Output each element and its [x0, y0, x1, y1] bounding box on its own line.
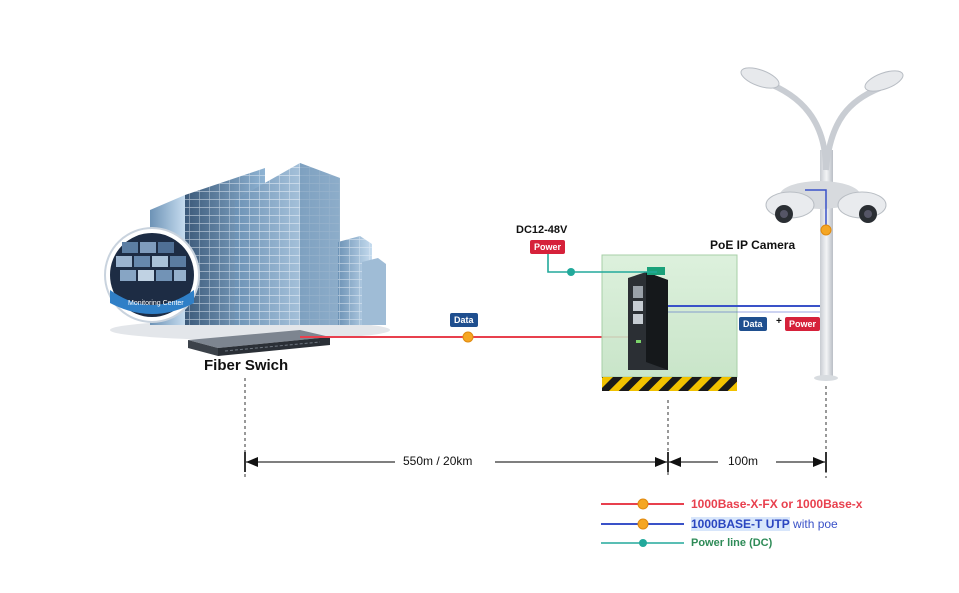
dome-cameras — [765, 181, 887, 236]
distance-copper-label: 100m — [728, 454, 759, 468]
data-tag: Data — [450, 313, 478, 327]
street-lamp-pole — [740, 67, 904, 381]
legend-power-text: Power line (DC) — [691, 537, 773, 549]
media-converter-device — [628, 267, 668, 370]
office-buildings — [110, 163, 390, 340]
monitoring-center-badge — [104, 227, 200, 323]
legend-lines — [601, 498, 684, 547]
distance-markers — [244, 378, 827, 478]
monitoring-center-label: Monitoring Center — [128, 300, 184, 307]
legend-copper-suffix: with poe — [789, 517, 838, 531]
legend-fiber-text: 1000Base-X-FX or 1000Base-x — [691, 497, 863, 511]
plus-sign: + — [776, 316, 782, 327]
distance-fiber-label: 550m / 20km — [403, 454, 473, 468]
fiber-switch-label: Fiber Swich — [204, 357, 289, 374]
outdoor-cabinet — [601, 254, 738, 391]
fiber-switch-device — [188, 330, 330, 356]
data-tag-right: Data — [739, 317, 767, 331]
dc-power-node — [567, 268, 575, 276]
dc-voltage-label: DC12-48V — [516, 224, 568, 236]
poe-ip-camera-label: PoE IP Camera — [710, 238, 796, 252]
fiber-data-node — [462, 331, 474, 343]
legend-copper-prefix: 1000BASE-T UTP — [691, 517, 790, 531]
legend-copper-text: 1000BASE-T UTP with poe — [691, 517, 838, 531]
dc-power-line — [547, 252, 657, 273]
power-tag: Power — [530, 240, 566, 254]
power-tag-right: Power — [785, 317, 821, 331]
